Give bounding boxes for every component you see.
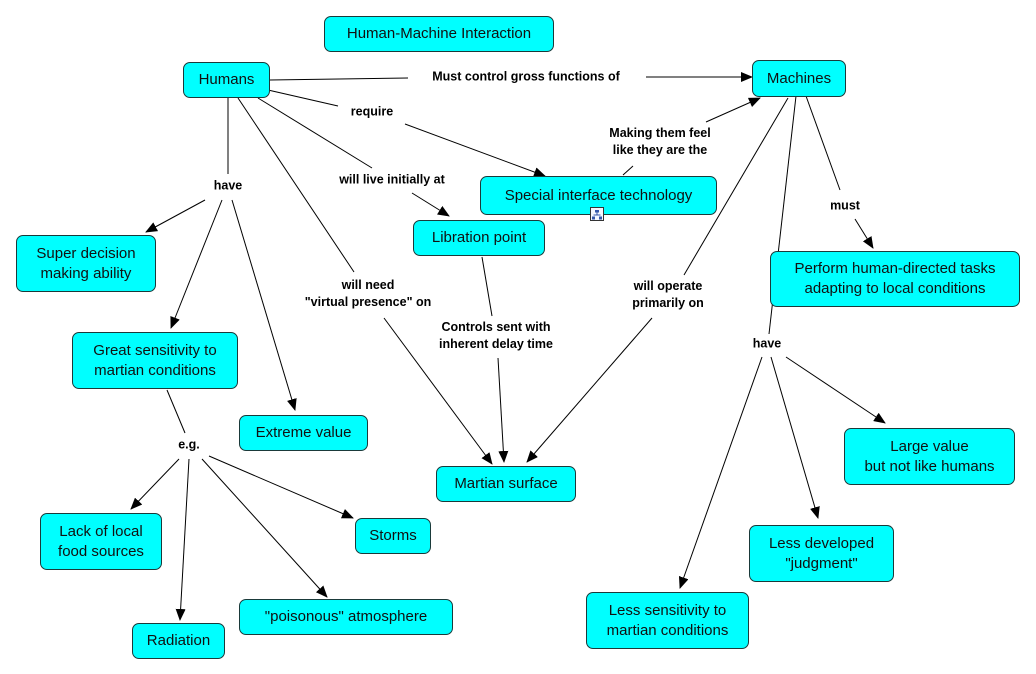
link-controls-sent[interactable]: Controls sent with inherent delay time — [437, 319, 555, 353]
edge-eg-lackfood — [130, 458, 180, 510]
concept-poisonous[interactable]: "poisonous" atmosphere — [239, 599, 453, 635]
concept-less-developed[interactable]: Less developed "judgment" — [749, 525, 894, 582]
concept-machines[interactable]: Machines — [752, 60, 846, 97]
link-will-live[interactable]: will live initially at — [337, 171, 447, 189]
edge-controls-martian — [497, 357, 509, 463]
edge-have-greatsensitivity — [170, 199, 223, 329]
concept-less-sensitivity[interactable]: Less sensitivity to martian conditions — [586, 592, 749, 649]
edge-humans-mustcontrol — [269, 77, 409, 81]
edge-humans-willlive — [257, 97, 373, 169]
edge-eg-storms — [208, 455, 354, 519]
link-require[interactable]: require — [348, 103, 396, 121]
edge-eg-poisonous — [201, 458, 328, 598]
edge-must-perform — [854, 218, 874, 249]
concept-storms[interactable]: Storms — [355, 518, 431, 554]
concept-extreme-value[interactable]: Extreme value — [239, 415, 368, 451]
concept-title[interactable]: Human-Machine Interaction — [324, 16, 554, 52]
edge-have-superdecision — [145, 199, 206, 233]
edge-require-special — [404, 123, 546, 177]
link-will-need[interactable]: will need "virtual presence" on — [302, 277, 434, 311]
link-must[interactable]: must — [828, 197, 862, 215]
edge-libration-controls — [481, 256, 493, 317]
edge-machines-willoperate — [683, 97, 789, 276]
edge-humans-require — [267, 89, 339, 107]
edge-greatsensitivity-eg — [166, 389, 186, 434]
concept-martian-surface[interactable]: Martian surface — [436, 466, 576, 502]
edge-machines-must — [805, 95, 841, 191]
link-have-humans[interactable]: have — [211, 177, 245, 195]
edge-willneed-martian — [383, 317, 493, 465]
edge-eg-radiation — [175, 458, 190, 621]
concept-lack-food[interactable]: Lack of local food sources — [40, 513, 162, 570]
edge-making-machines — [705, 97, 761, 123]
edge-willlive-libration — [411, 192, 450, 217]
concept-radiation[interactable]: Radiation — [132, 623, 225, 659]
link-must-control[interactable]: Must control gross functions of — [430, 68, 622, 86]
link-will-operate[interactable]: will operate primarily on — [630, 278, 706, 312]
edge-special-making — [622, 165, 634, 176]
link-eg[interactable]: e.g. — [176, 436, 202, 454]
edge-have-largevalue — [785, 356, 886, 424]
edge-have-lessdeveloped — [770, 356, 820, 519]
edge-humans-willneed — [237, 97, 355, 273]
concept-super-decision[interactable]: Super decision making ability — [16, 235, 156, 292]
concept-large-value[interactable]: Large value but not like humans — [844, 428, 1015, 485]
edge-have-extremevalue — [231, 199, 297, 411]
link-have-machines[interactable]: have — [750, 335, 784, 353]
link-making-feel[interactable]: Making them feel like they are the — [607, 125, 713, 159]
concept-humans[interactable]: Humans — [183, 62, 270, 98]
edge-have-lesssensitivity — [678, 356, 763, 589]
concept-perform-tasks[interactable]: Perform human-directed tasks adapting to… — [770, 251, 1020, 307]
concept-great-sensitivity[interactable]: Great sensitivity to martian conditions — [72, 332, 238, 389]
concept-libration-point[interactable]: Libration point — [413, 220, 545, 256]
edge-willoperate-martian — [526, 317, 653, 463]
submap-icon[interactable] — [590, 207, 604, 221]
